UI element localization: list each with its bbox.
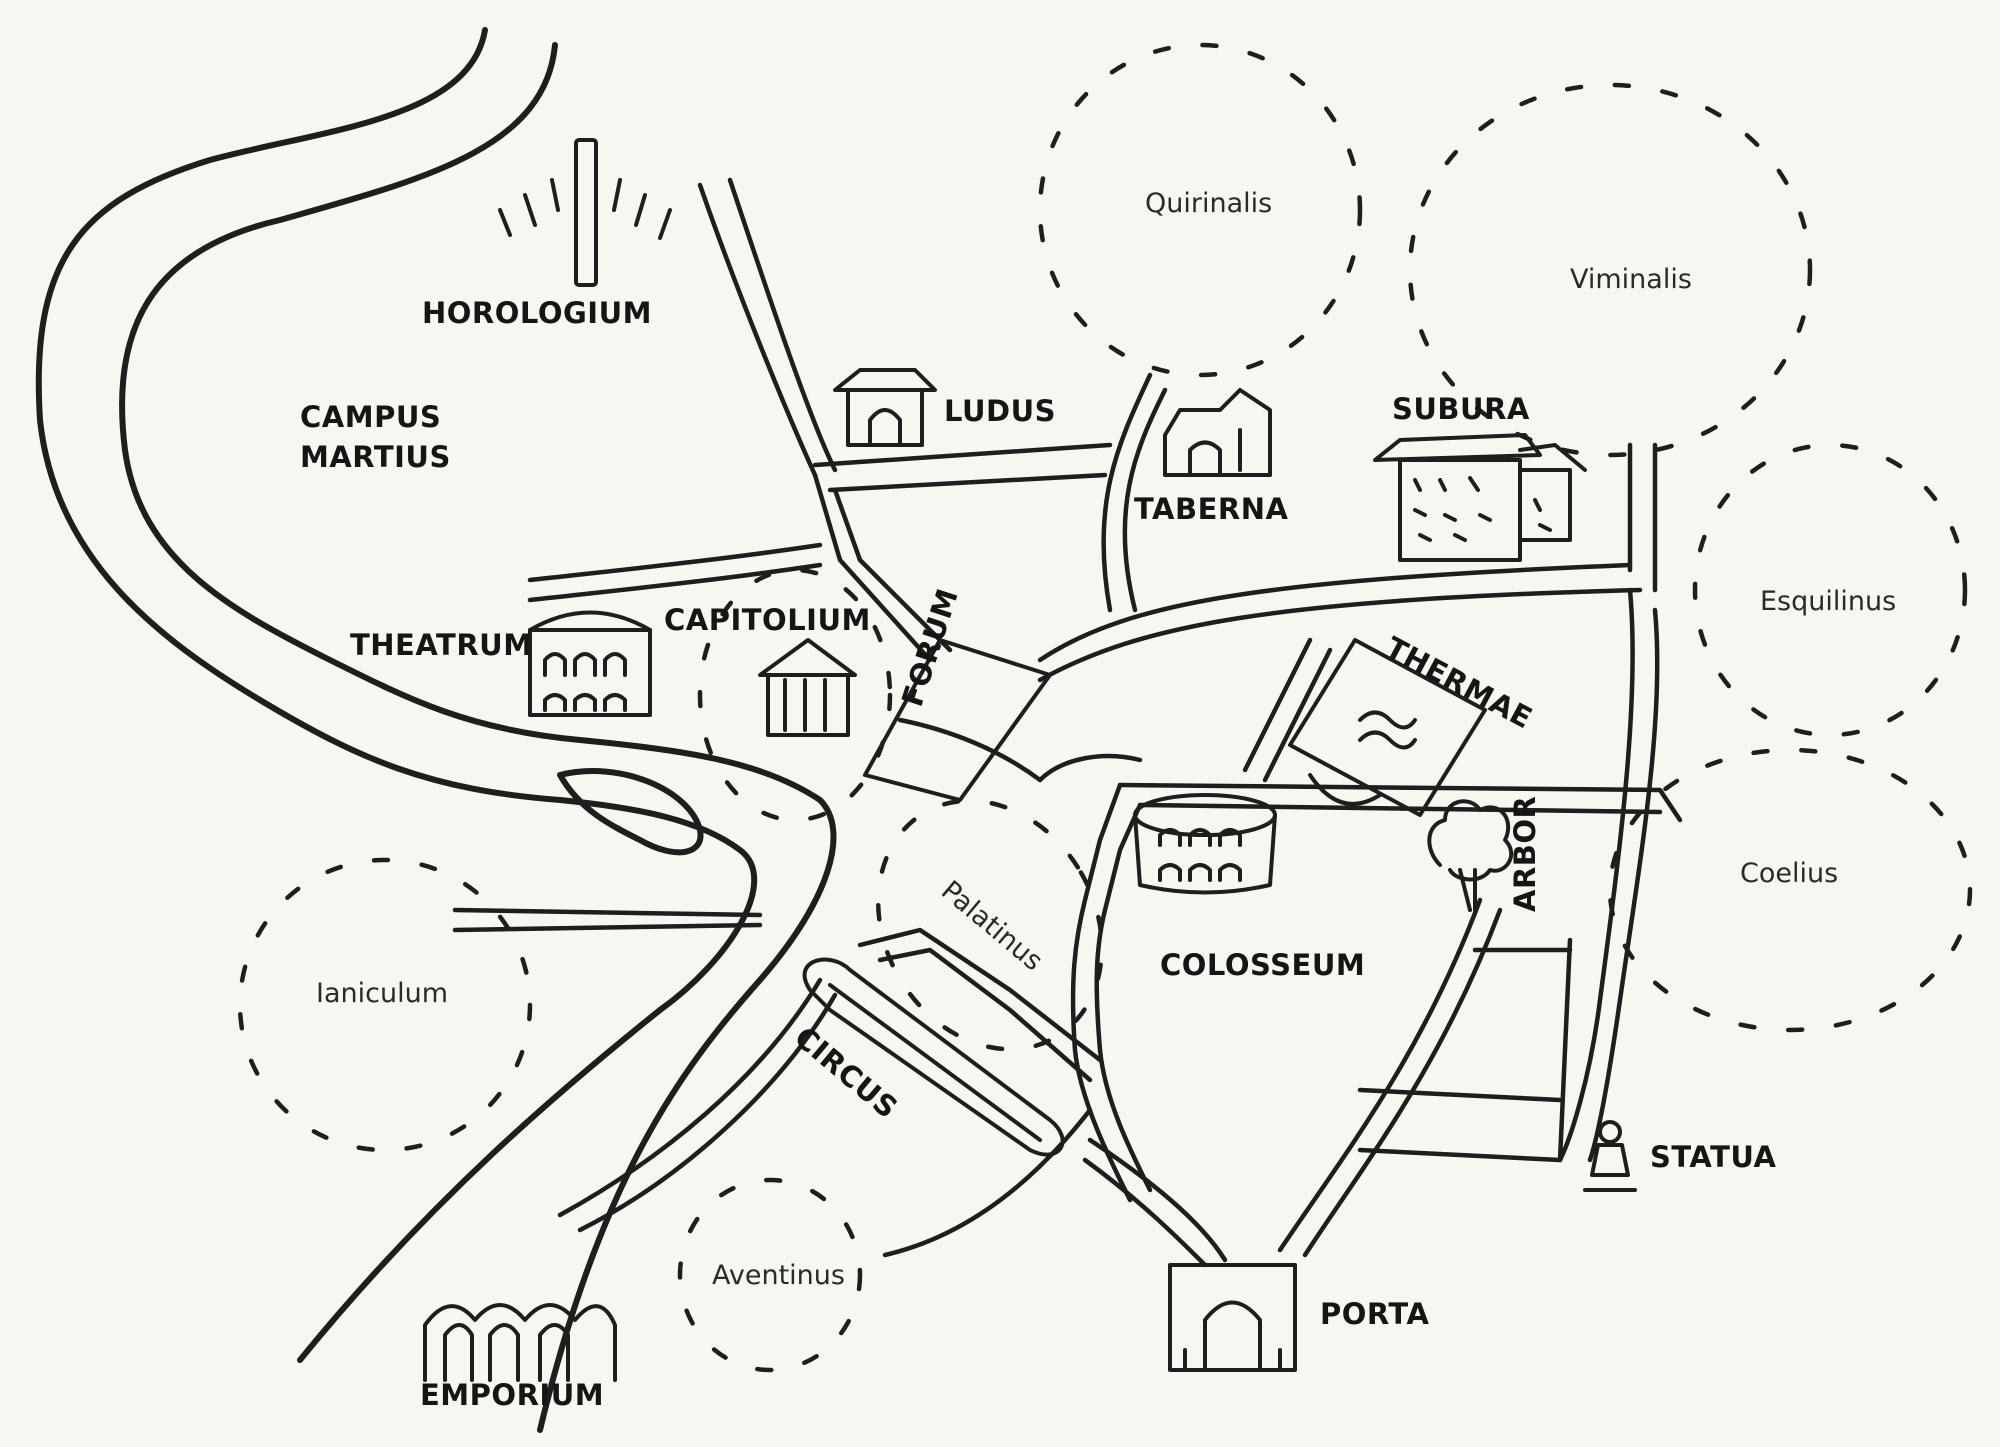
theatre-icon bbox=[528, 610, 652, 717]
label-emporium: EMPORIUM bbox=[420, 1378, 605, 1412]
label-arbor: ARBOR bbox=[1508, 795, 1542, 912]
river-bank-west bbox=[35, 27, 758, 1363]
hill-ianiculum bbox=[237, 857, 533, 1153]
label-viminalis: Viminalis bbox=[1570, 264, 1692, 295]
label-colosseum: COLOSSEUM bbox=[1160, 948, 1366, 982]
circus-track-icon bbox=[802, 957, 1065, 1157]
label-campus-martius-line1: CAMPUS bbox=[300, 400, 442, 434]
amphitheatre-icon bbox=[1133, 793, 1277, 895]
hill-capitolium bbox=[697, 567, 893, 823]
label-theatrum: THEATRUM bbox=[350, 628, 533, 662]
label-statua: STATUA bbox=[1650, 1140, 1777, 1174]
label-aventinus: Aventinus bbox=[712, 1260, 845, 1291]
apartment-block-icon bbox=[1373, 433, 1587, 562]
hill-palatinus bbox=[875, 798, 1105, 1052]
bath-icon bbox=[1288, 638, 1487, 817]
label-porta: PORTA bbox=[1320, 1297, 1430, 1331]
city-gate-icon bbox=[1168, 1263, 1297, 1372]
gladiator-school-icon bbox=[833, 368, 937, 447]
hill-esquilinus bbox=[1692, 442, 1968, 738]
warehouse-arches-icon bbox=[423, 1303, 617, 1382]
label-esquilinus: Esquilinus bbox=[1760, 586, 1897, 617]
hill-viminalis bbox=[1407, 82, 1813, 458]
road-network bbox=[527, 177, 1683, 1268]
forum-sign bbox=[863, 638, 1052, 802]
statue-icon bbox=[1583, 1120, 1637, 1192]
hill-quirinalis bbox=[1037, 42, 1363, 378]
label-horologium: HOROLOGIUM bbox=[422, 296, 653, 330]
label-ianiculum: Ianiculum bbox=[316, 978, 448, 1009]
label-campus-martius-line2: MARTIUS bbox=[300, 440, 451, 474]
tiber-island bbox=[557, 768, 704, 856]
tree-icon bbox=[1427, 799, 1514, 912]
label-taberna: TABERNA bbox=[1134, 492, 1289, 526]
hill-aventinus bbox=[677, 1177, 863, 1373]
bridge-north bbox=[452, 907, 763, 918]
label-coelius: Coelius bbox=[1740, 858, 1839, 889]
bridge-south bbox=[452, 922, 763, 933]
hill-coelius bbox=[1607, 747, 1973, 1033]
label-capitolium: CAPITOLIUM bbox=[664, 603, 871, 637]
label-quirinalis: Quirinalis bbox=[1145, 188, 1273, 219]
obelisk-icon bbox=[498, 138, 672, 287]
label-ludus: LUDUS bbox=[944, 394, 1057, 428]
shop-house-icon bbox=[1163, 388, 1272, 477]
label-subura: SUBURA bbox=[1392, 392, 1530, 426]
river-bank-east bbox=[119, 42, 837, 1433]
tiber-river bbox=[35, 27, 837, 1433]
temple-icon bbox=[758, 638, 857, 737]
